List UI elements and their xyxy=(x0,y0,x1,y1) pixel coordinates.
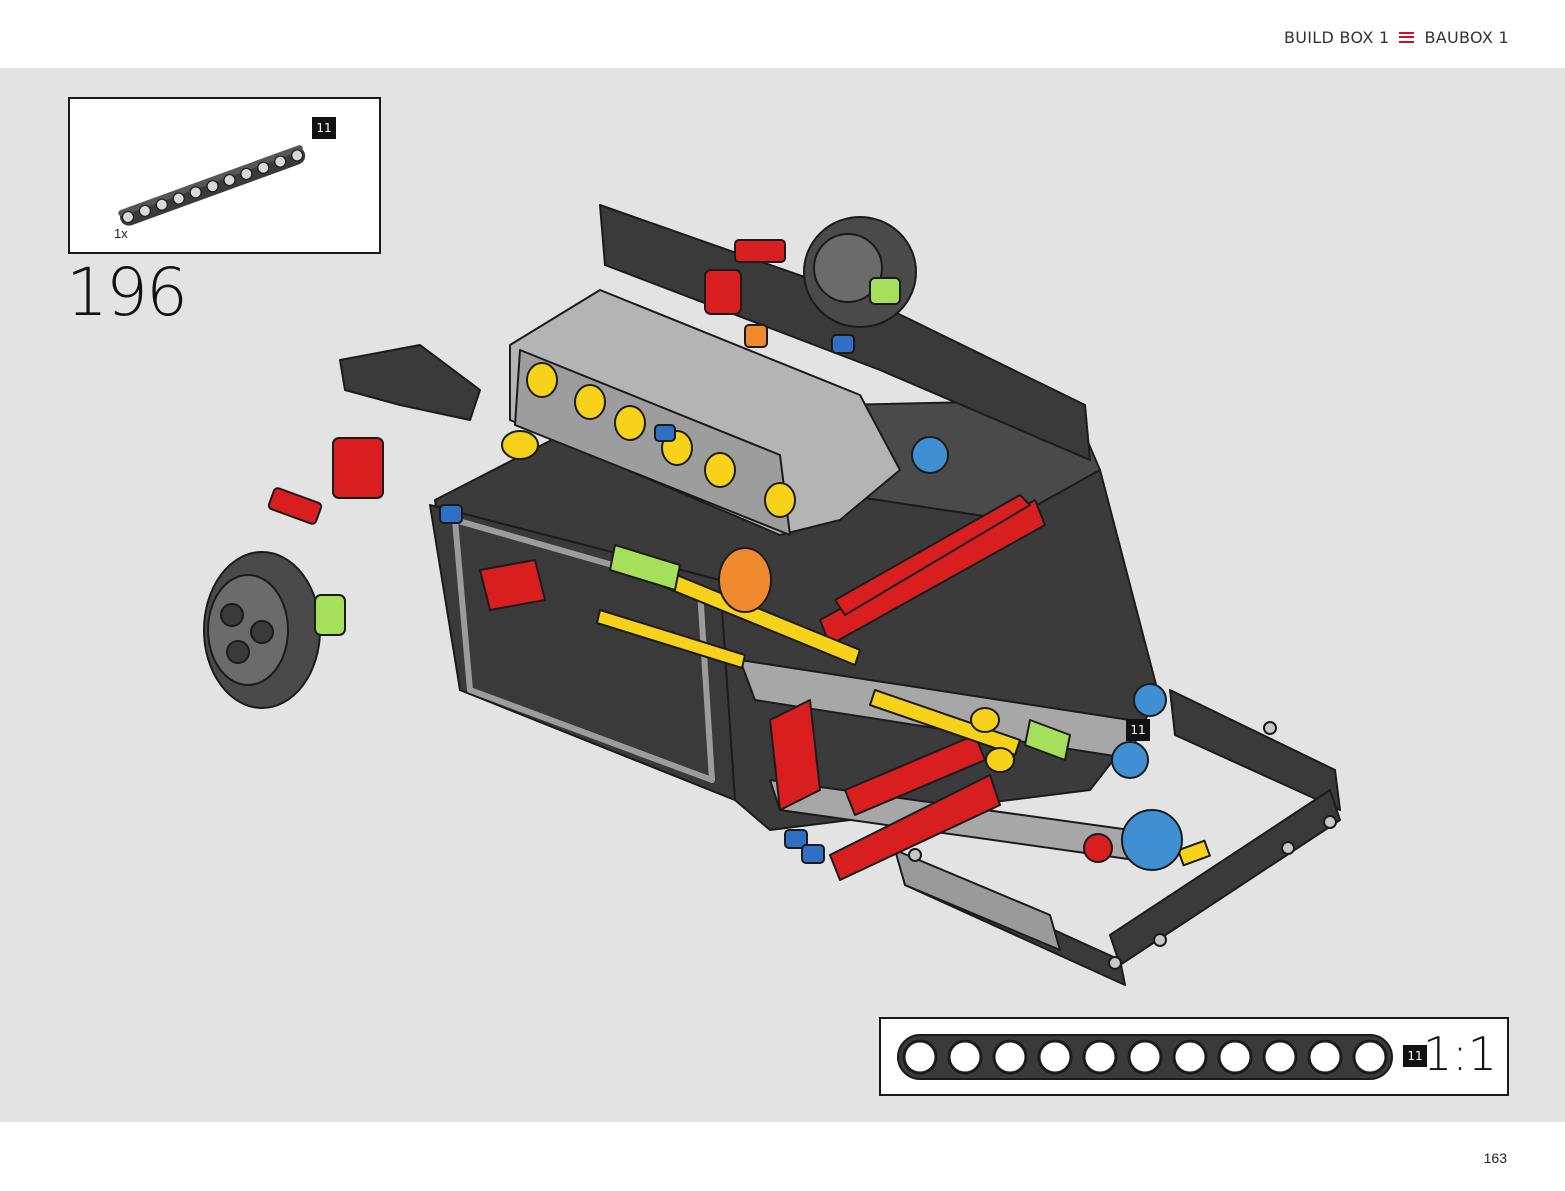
rear-wheel xyxy=(803,216,917,328)
part-length-badge: 11 xyxy=(312,117,336,139)
orange-parts xyxy=(718,324,772,613)
model-callout-badge: 11 xyxy=(1126,719,1150,741)
azure-gears xyxy=(911,436,1183,871)
beam-11-part-image xyxy=(118,145,306,226)
red-beams xyxy=(267,239,1113,881)
rear-frame xyxy=(894,689,1341,986)
engine-block xyxy=(509,289,901,536)
blue-pins xyxy=(439,334,855,864)
parts-callout: 11 1x xyxy=(68,97,381,254)
page-number: 163 xyxy=(1483,1150,1507,1166)
shock-absorbers xyxy=(332,269,742,499)
build-box-en: BUILD BOX 1 xyxy=(1283,27,1390,47)
scale-length-badge: 11 xyxy=(1403,1045,1427,1067)
step-number: 196 xyxy=(66,254,188,331)
part-quantity: 1x xyxy=(114,226,128,241)
build-box-label: BUILD BOX 1 BAUBOX 1 xyxy=(1284,27,1509,47)
scale-ratio: 1:1 xyxy=(1422,1027,1497,1081)
scale-reference-box: 11 1:1 xyxy=(879,1017,1509,1096)
menu-icon xyxy=(1399,31,1415,43)
front-wheel xyxy=(203,551,321,709)
page-header: BUILD BOX 1 BAUBOX 1 xyxy=(0,0,1565,68)
build-box-de: BAUBOX 1 xyxy=(1424,27,1509,47)
lime-parts xyxy=(314,277,1071,761)
beam-11-actual-size xyxy=(897,1034,1393,1080)
main-chassis xyxy=(339,204,1161,861)
